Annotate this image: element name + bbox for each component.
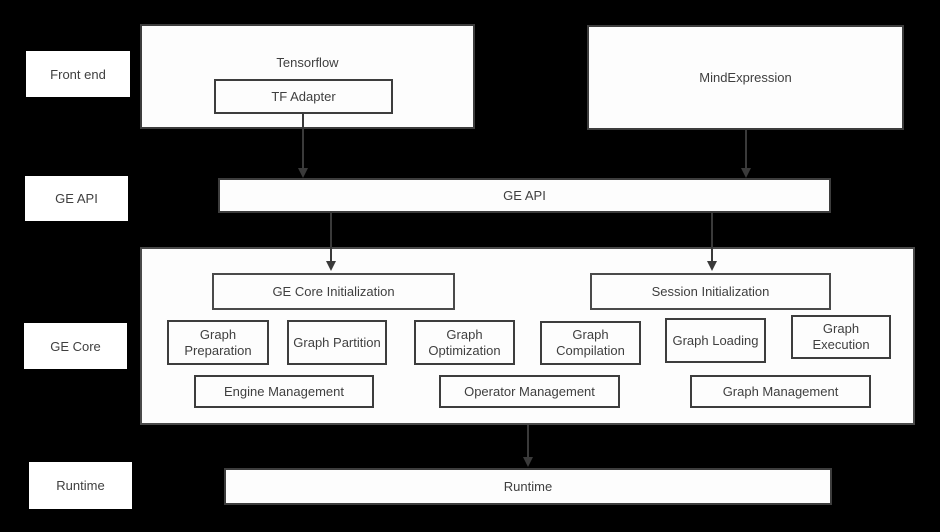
graph-partition-box: Graph Partition: [287, 320, 387, 365]
row-label-ge-core-text: GE Core: [50, 338, 101, 354]
row-label-front-end: Front end: [26, 51, 130, 97]
arrow-down-icon: [298, 168, 308, 178]
connector-ge-core-to-runtime: [527, 425, 529, 457]
graph-management-label: Graph Management: [722, 383, 839, 399]
graph-compilation-label: Graph Compilation: [556, 327, 625, 358]
ge-core-initialization-label: GE Core Initialization: [272, 283, 395, 299]
row-label-ge-api: GE API: [25, 176, 128, 221]
operator-management-label: Operator Management: [464, 383, 595, 399]
graph-loading-box: Graph Loading: [665, 318, 766, 363]
mindexpression-label: MindExpression: [699, 69, 792, 85]
connector-tf-adapter-to-ge-api: [302, 112, 304, 168]
row-label-ge-api-text: GE API: [55, 191, 98, 206]
session-initialization-box: Session Initialization: [590, 273, 831, 310]
ge-api-bar: GE API: [218, 178, 831, 213]
graph-management-box: Graph Management: [690, 375, 871, 408]
connector-mindexpression-to-ge-api: [745, 130, 747, 168]
tf-adapter-box: TF Adapter: [214, 79, 393, 114]
row-label-runtime: Runtime: [29, 462, 132, 509]
row-label-ge-core: GE Core: [24, 323, 127, 369]
runtime-bar-label: Runtime: [503, 478, 553, 494]
graph-loading-label: Graph Loading: [672, 332, 759, 348]
row-label-front-end-text: Front end: [50, 66, 106, 82]
engine-management-box: Engine Management: [194, 375, 374, 408]
graph-execution-box: Graph Execution: [791, 315, 891, 359]
graph-compilation-box: Graph Compilation: [540, 321, 641, 365]
engine-management-label: Engine Management: [224, 383, 344, 399]
connector-ge-api-to-ge-core-init: [330, 213, 332, 261]
arrow-down-icon: [523, 457, 533, 467]
operator-management-box: Operator Management: [439, 375, 620, 408]
ge-api-bar-label: GE API: [503, 187, 546, 203]
arrow-down-icon: [326, 261, 336, 271]
mindexpression-box: MindExpression: [587, 25, 904, 130]
ge-core-initialization-box: GE Core Initialization: [212, 273, 455, 310]
graph-preparation-label: Graph Preparation: [184, 326, 252, 358]
graph-preparation-box: Graph Preparation: [167, 320, 269, 365]
graph-partition-label: Graph Partition: [293, 334, 381, 350]
connector-ge-api-to-session-init: [711, 213, 713, 261]
tensorflow-label: Tensorflow: [276, 55, 339, 70]
graph-optimization-box: Graph Optimization: [414, 320, 515, 365]
session-initialization-label: Session Initialization: [651, 283, 770, 299]
row-label-runtime-text: Runtime: [56, 478, 105, 493]
graph-execution-label: Graph Execution: [812, 321, 870, 352]
runtime-bar: Runtime: [224, 468, 832, 505]
arrow-down-icon: [741, 168, 751, 178]
graph-optimization-label: Graph Optimization: [428, 326, 501, 358]
tf-adapter-label: TF Adapter: [271, 88, 336, 104]
arrow-down-icon: [707, 261, 717, 271]
